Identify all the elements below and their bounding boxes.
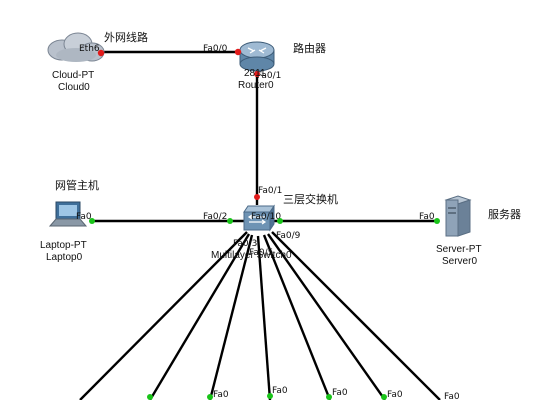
- link-switch-host-5: [262, 234, 332, 400]
- link-switch-host-2: [148, 233, 251, 400]
- router-annotation: 路由器: [293, 41, 326, 55]
- server-icon[interactable]: [444, 195, 472, 237]
- server-annotation: 服务器: [488, 208, 521, 221]
- host-3-port-dot: [267, 393, 273, 399]
- server-port-label: Fa0: [419, 212, 435, 222]
- link-switch-host-7: [271, 231, 441, 400]
- cloud-name-line1: Cloud-PT: [52, 70, 94, 81]
- multilayer-switch-icon[interactable]: [243, 204, 275, 232]
- link-switch-host-6: [267, 233, 386, 400]
- laptop-name-line2: Laptop0: [46, 252, 83, 263]
- laptop-port-dot: [89, 218, 95, 224]
- switch-port-left-dot: [227, 218, 233, 224]
- host-2-port-label: Fa0: [272, 386, 288, 396]
- host-5-port-label: Fa0: [444, 392, 460, 400]
- link-switch-host-3: [208, 234, 254, 400]
- cloud-annotation: 外网线路: [104, 30, 148, 44]
- server-port-dot: [434, 218, 440, 224]
- switch-port-right-dot: [277, 218, 283, 224]
- switch-port-3-label: Fa0/3: [233, 239, 257, 249]
- laptop-name-line1: Laptop-PT: [40, 240, 87, 251]
- switch-annotation: 三层交换机: [283, 192, 338, 206]
- router-icon[interactable]: [239, 41, 275, 72]
- switch-port-9-label: Fa0/9: [276, 231, 301, 241]
- switch-port-left-label: Fa0/2: [203, 212, 227, 222]
- host-2-port-dot: [207, 394, 213, 400]
- router-name-line2: Router0: [238, 80, 274, 91]
- router-name-line1: 2811: [244, 68, 266, 79]
- host-4-port-dot: [326, 394, 332, 400]
- server-name-line2: Server0: [442, 256, 477, 267]
- host-4-port-label: Fa0: [387, 390, 403, 400]
- laptop-annotation: 网管主机: [55, 178, 99, 192]
- cloud-name-line2: Cloud0: [58, 82, 90, 93]
- router-port-down-dot: [254, 71, 260, 77]
- host-3-port-label: Fa0: [332, 388, 348, 398]
- switch-name: Multilayer Switch0: [211, 250, 292, 261]
- cloud-port-label: Eth6: [79, 44, 100, 54]
- laptop-port-label: Fa0: [76, 212, 92, 222]
- switch-port-up-label: Fa0/1: [258, 186, 282, 196]
- link-switch-host-1: [79, 231, 248, 400]
- cloud-icon[interactable]: [47, 32, 105, 62]
- host-1-port-dot: [147, 394, 153, 400]
- link-switch-host-4: [256, 235, 272, 400]
- switch-port-up-dot: [254, 194, 260, 200]
- router-port-down-label: Fa0/1: [257, 71, 281, 81]
- switch-port-5-label: Fa0/5: [249, 248, 273, 258]
- router-port-left-dot: [234, 48, 242, 56]
- laptop-icon[interactable]: [48, 201, 88, 227]
- server-name-line1: Server-PT: [436, 244, 482, 255]
- router-port-left-label: Fa0/0: [203, 44, 228, 54]
- switch-port-right-label: Fa0/10: [251, 212, 281, 222]
- host-5-port-dot: [381, 394, 387, 400]
- host-1-port-label: Fa0: [213, 390, 229, 400]
- cloud-port-status-dot: [97, 49, 105, 57]
